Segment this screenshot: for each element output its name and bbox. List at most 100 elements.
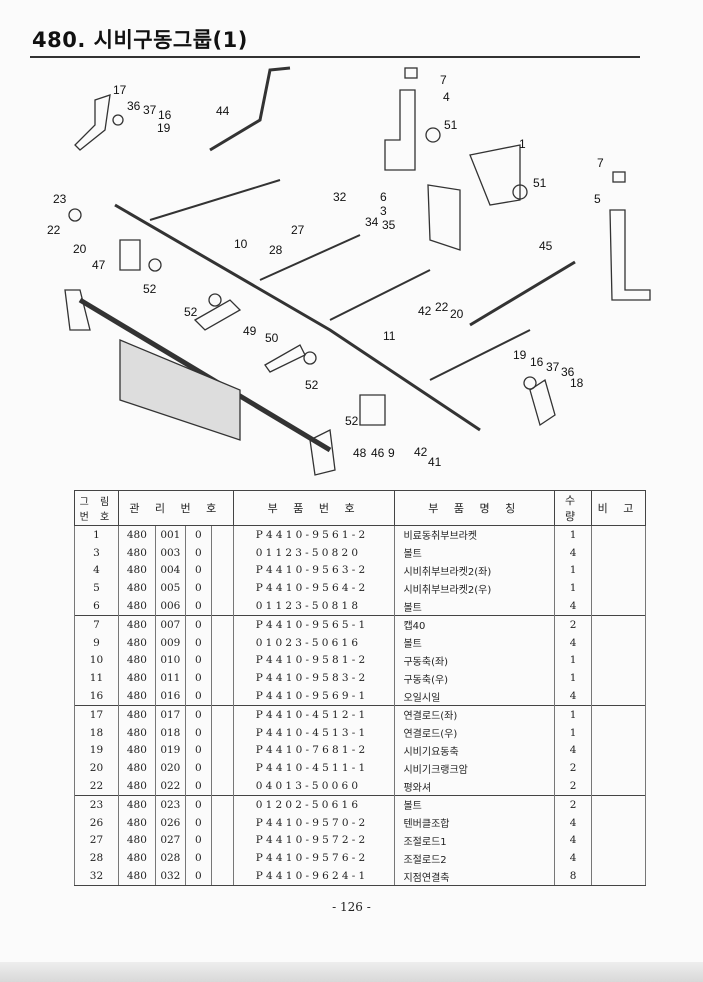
- blank-cell: [210, 561, 234, 580]
- part-no-cell: P4410-4511-1: [232, 759, 396, 778]
- fig-no-cell: 10: [74, 651, 119, 670]
- callout-number: 1: [519, 137, 526, 151]
- part-name-cell: 텐버클조합: [394, 813, 556, 832]
- callout-number: 5: [594, 192, 601, 206]
- mgmt-item-cell: 010: [154, 651, 186, 670]
- mgmt-item-cell: 023: [154, 794, 186, 814]
- callout-number: 51: [533, 176, 547, 190]
- callout-number: 10: [234, 237, 248, 251]
- mgmt-item-cell: 009: [154, 633, 186, 652]
- callout-number: 11: [383, 329, 396, 343]
- mgmt-item-cell: 032: [154, 867, 186, 886]
- mgmt-group-cell: 480: [117, 867, 156, 886]
- remarks-cell: [591, 687, 646, 706]
- header-part-no: 부 품 번 호: [232, 490, 396, 526]
- callout-number: 18: [570, 376, 584, 390]
- header-mgmt-no: 관 리 번 호: [117, 490, 234, 526]
- fig-no-cell: 22: [74, 777, 119, 796]
- part-no-cell: P4410-4512-1: [232, 704, 396, 724]
- quantity-cell: 4: [554, 543, 593, 562]
- mgmt-rev-cell: 0: [184, 669, 212, 688]
- part-name-cell: 조절로드1: [394, 831, 556, 850]
- fig-no-cell: 6: [74, 597, 119, 616]
- part-no-cell: 04013-50060: [232, 777, 396, 796]
- callout-number: 22: [47, 223, 61, 237]
- callout-number: 46: [371, 446, 385, 460]
- blank-cell: [210, 633, 234, 652]
- part-no-cell: P4410-9565-1: [232, 614, 396, 634]
- mgmt-rev-cell: 0: [184, 813, 212, 832]
- remarks-cell: [591, 651, 646, 670]
- blank-cell: [210, 614, 234, 634]
- callout-number: 27: [291, 223, 305, 237]
- blank-cell: [210, 687, 234, 706]
- blank-cell: [210, 849, 234, 868]
- callout-number: 19: [157, 121, 171, 135]
- remarks-cell: [591, 543, 646, 562]
- mgmt-rev-cell: 0: [184, 704, 212, 724]
- parts-table: 그 림 번 호 관 리 번 호 부 품 번 호 부 품 명 칭 수 량 비 고 …: [74, 490, 646, 886]
- mgmt-item-cell: 020: [154, 759, 186, 778]
- part-no-cell: 01023-50616: [232, 633, 396, 652]
- mgmt-group-cell: 480: [117, 741, 156, 760]
- mgmt-rev-cell: 0: [184, 614, 212, 634]
- fig-no-cell: 20: [74, 759, 119, 778]
- fig-no-cell: 19: [74, 741, 119, 760]
- part-no-cell: 01202-50616: [232, 794, 396, 814]
- callout-number: 16: [530, 355, 544, 369]
- mgmt-rev-cell: 0: [184, 794, 212, 814]
- callout-number: 16: [158, 108, 172, 122]
- remarks-cell: [591, 759, 646, 778]
- quantity-cell: 1: [554, 525, 593, 544]
- mgmt-group-cell: 480: [117, 669, 156, 688]
- quantity-cell: 4: [554, 813, 593, 832]
- callout-number: 50: [265, 331, 279, 345]
- callout-number: 3: [380, 204, 387, 218]
- mgmt-item-cell: 018: [154, 723, 186, 742]
- remarks-cell: [591, 597, 646, 616]
- quantity-cell: 4: [554, 849, 593, 868]
- remarks-cell: [591, 741, 646, 760]
- mgmt-item-cell: 005: [154, 579, 186, 598]
- part-no-cell: P4410-9576-2: [232, 849, 396, 868]
- blank-cell: [210, 831, 234, 850]
- part-no-cell: P4410-9564-2: [232, 579, 396, 598]
- part-no-cell: P4410-9572-2: [232, 831, 396, 850]
- fig-no-cell: 16: [74, 687, 119, 706]
- fig-no-cell: 3: [74, 543, 119, 562]
- callout-number: 35: [382, 218, 396, 232]
- callout-number: 7: [440, 73, 447, 87]
- part-no-cell: P4410-7681-2: [232, 741, 396, 760]
- blank-cell: [210, 723, 234, 742]
- mgmt-item-cell: 028: [154, 849, 186, 868]
- callout-number: 41: [428, 455, 442, 469]
- blank-cell: [210, 867, 234, 886]
- part-no-cell: P4410-9563-2: [232, 561, 396, 580]
- mgmt-rev-cell: 0: [184, 759, 212, 778]
- callout-number: 17: [113, 83, 127, 97]
- mgmt-group-cell: 480: [117, 614, 156, 634]
- mgmt-group-cell: 480: [117, 831, 156, 850]
- callout-number: 48: [353, 446, 367, 460]
- part-name-cell: 연결로드(좌): [394, 704, 556, 724]
- quantity-cell: 2: [554, 759, 593, 778]
- quantity-cell: 1: [554, 561, 593, 580]
- mgmt-rev-cell: 0: [184, 561, 212, 580]
- remarks-cell: [591, 704, 646, 724]
- mgmt-item-cell: 004: [154, 561, 186, 580]
- fig-no-cell: 7: [74, 614, 119, 634]
- callout-number: 37: [143, 103, 157, 117]
- remarks-cell: [591, 849, 646, 868]
- part-name-cell: 시비취부브라켓2(우): [394, 579, 556, 598]
- fig-no-cell: 28: [74, 849, 119, 868]
